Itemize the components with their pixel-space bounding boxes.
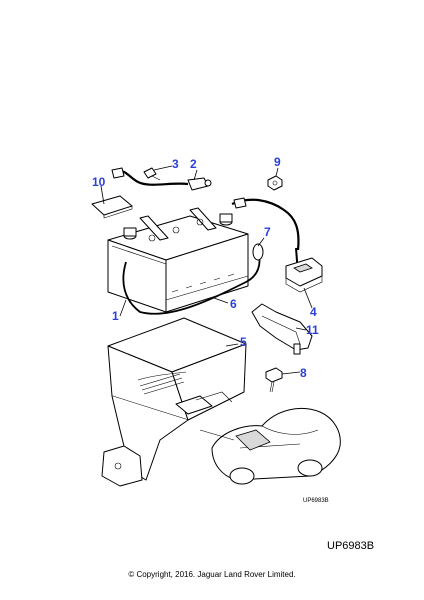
callout-11: 11	[306, 323, 319, 337]
inset-code: UP6983B	[303, 498, 329, 504]
terminal-nut	[267, 175, 283, 191]
hold-down-clamp	[122, 243, 264, 315]
callout-labels: 1 2 3 4 5 6 7 8 9 10 11	[92, 155, 319, 380]
battery-tray	[101, 317, 247, 487]
callout-2: 2	[190, 157, 197, 171]
cable-bolt	[143, 167, 161, 181]
leader-lines	[100, 165, 313, 375]
positive-junction	[231, 197, 323, 293]
battery-bracket	[251, 303, 313, 355]
battery-cover-pad	[91, 195, 133, 219]
callout-10: 10	[92, 175, 106, 189]
callout-6: 6	[230, 297, 237, 311]
negative-cable	[111, 167, 212, 191]
tray-bolt	[265, 367, 283, 393]
callout-7: 7	[264, 225, 271, 239]
vehicle-location-inset: UP6983B	[199, 408, 341, 504]
copyright-notice: © Copyright, 2016. Jaguar Land Rover Lim…	[128, 570, 296, 579]
callout-4: 4	[310, 305, 317, 319]
callout-9: 9	[274, 155, 281, 169]
callout-3: 3	[172, 157, 179, 171]
callout-5: 5	[240, 335, 247, 349]
callout-1: 1	[112, 309, 119, 323]
battery	[107, 207, 249, 313]
diagram-reference-code: UP6983B	[327, 540, 375, 552]
callout-8: 8	[300, 366, 307, 380]
